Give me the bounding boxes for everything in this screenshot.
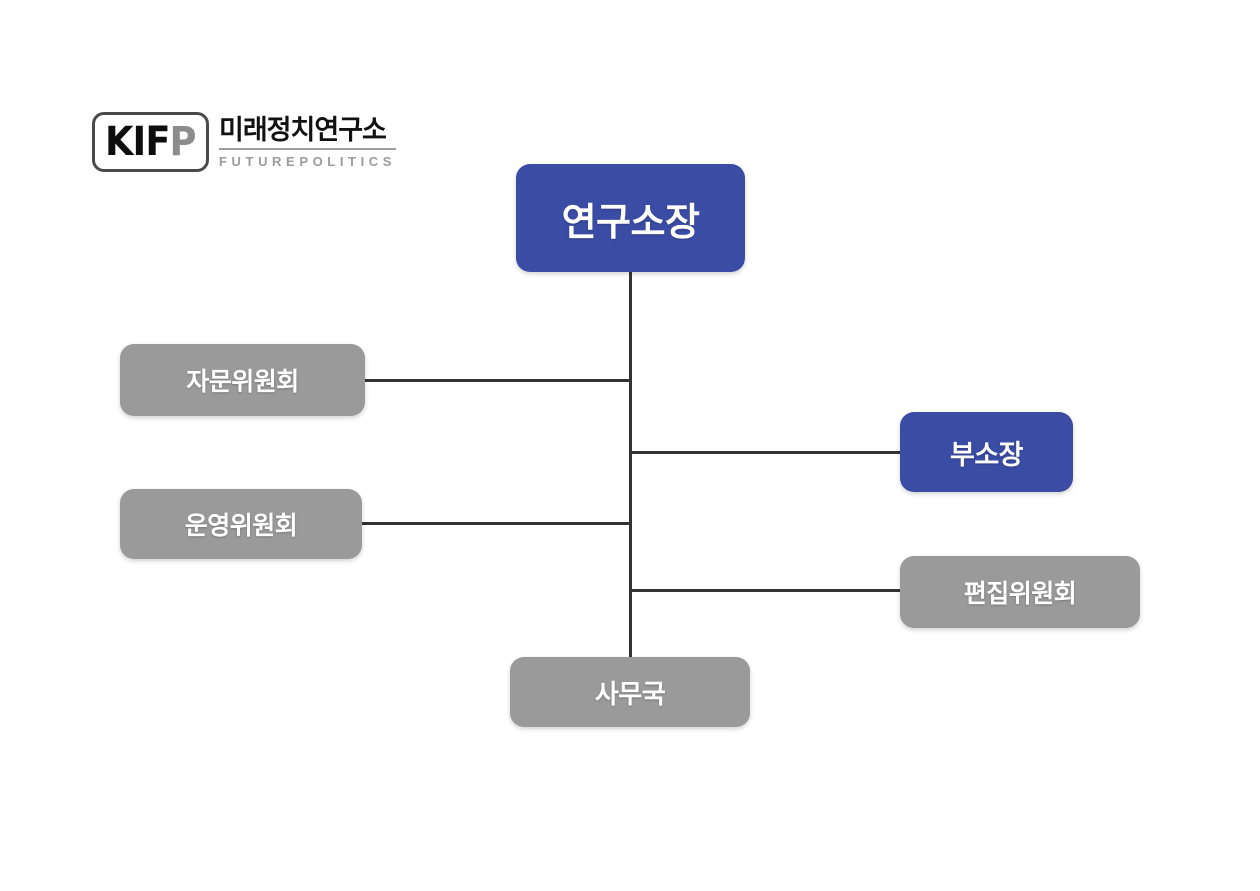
node-director[interactable]: 연구소장 — [516, 164, 745, 272]
edge-director-deputy-director — [629, 451, 902, 454]
edge-director-editorial-committee — [629, 589, 902, 592]
kifp-logo: KIFP 미래정치연구소 FUTUREPOLITICS — [92, 112, 397, 172]
node-steering-committee-label: 운영위원회 — [184, 511, 298, 540]
edge-director-advisory-committee — [364, 379, 632, 382]
node-editorial-committee-label: 편집위원회 — [963, 579, 1077, 608]
node-deputy-director[interactable]: 부소장 — [900, 412, 1073, 492]
logo-name-korean: 미래정치연구소 — [219, 116, 397, 151]
node-director-label: 연구소장 — [561, 199, 700, 244]
edge-director-trunk — [629, 270, 632, 659]
kifp-logo-mark: KIFP — [92, 112, 209, 172]
node-secretariat-label: 사무국 — [594, 679, 666, 710]
node-advisory-committee[interactable]: 자문위원회 — [120, 344, 365, 416]
edge-director-steering-committee — [361, 522, 632, 525]
node-deputy-director-label: 부소장 — [949, 439, 1024, 471]
node-editorial-committee[interactable]: 편집위원회 — [900, 556, 1140, 628]
node-secretariat[interactable]: 사무국 — [510, 657, 750, 727]
kifp-logo-wordmark: 미래정치연구소 FUTUREPOLITICS — [219, 115, 397, 170]
node-steering-committee[interactable]: 운영위원회 — [120, 489, 362, 559]
kifp-logo-mark-text: KIFP — [105, 119, 197, 165]
node-advisory-committee-label: 자문위원회 — [186, 367, 299, 396]
logo-name-english: FUTUREPOLITICS — [219, 154, 397, 170]
